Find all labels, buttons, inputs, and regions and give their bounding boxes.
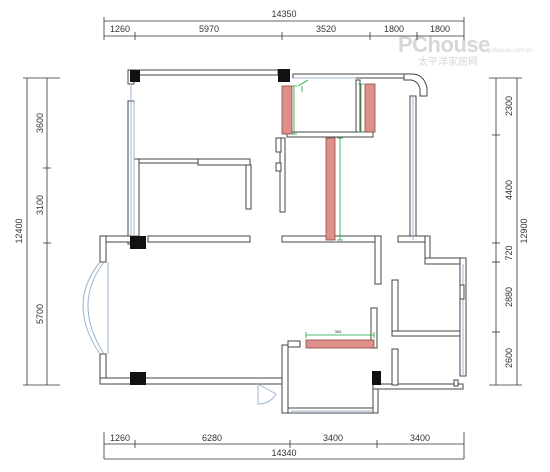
- right-segment-3: 720: [504, 245, 514, 260]
- watermark-domain: pchouse.com.cn: [488, 48, 532, 54]
- column-living-left: [130, 236, 146, 249]
- watermark-sub: 太平洋家居网: [418, 55, 478, 68]
- cabinets: [281, 83, 376, 349]
- right-segment-1: 2300: [504, 96, 514, 116]
- top-segment-1: 1260: [110, 24, 130, 34]
- top-segment-4: 1800: [384, 24, 404, 34]
- bottom-total-dimension: 14340: [271, 448, 296, 458]
- right-segment-2: 4400: [504, 180, 514, 200]
- column-top-left: [130, 70, 140, 82]
- right-segment-5: 2600: [504, 348, 514, 368]
- top-segment-3: 3520: [316, 24, 336, 34]
- top-dimensions: 14350 1260 5970 3520 1800 1800: [103, 9, 465, 40]
- dining-cabinet: [305, 339, 375, 349]
- top-segment-5: 1800: [430, 24, 450, 34]
- right-dimensions: 12900 2300 4400 720 2880 2600: [489, 77, 529, 386]
- top-segment-2: 5970: [199, 24, 219, 34]
- bottom-segment-2: 6280: [202, 433, 222, 443]
- column-bottom-right: [372, 371, 381, 385]
- top-total-dimension: 14350: [271, 9, 296, 19]
- corridor-cabinet: [325, 137, 336, 241]
- bottom-dimensions: 1260 6280 3400 3400 14340: [103, 432, 465, 460]
- green-dimension-marks: 365: [291, 79, 375, 338]
- windows: [82, 77, 464, 412]
- left-segment-2: 3100: [35, 195, 45, 215]
- column-top-mid: [278, 69, 290, 82]
- bottom-segment-4: 3400: [410, 433, 430, 443]
- bottom-segment-3: 3400: [323, 433, 343, 443]
- kitchen-cabinet-right: [364, 83, 376, 133]
- column-bottom-left: [130, 372, 146, 385]
- left-segment-3: 5700: [35, 304, 45, 324]
- bottom-segment-1: 1260: [110, 433, 130, 443]
- left-total-dimension: 12400: [14, 218, 24, 243]
- left-segment-1: 3600: [35, 113, 45, 133]
- bay-window-arc: [87, 261, 105, 355]
- right-total-dimension: 12900: [519, 218, 529, 243]
- left-dimensions: 12400 3600 3100 5700: [14, 77, 60, 386]
- dining-cabinet-note: 365: [335, 329, 342, 334]
- watermark: PChouse pchouse.com.cn 太平洋家居网: [398, 32, 532, 68]
- right-segment-4: 2880: [504, 287, 514, 307]
- entry-door-swing: [257, 384, 277, 405]
- kitchen-cabinet-left: [281, 85, 293, 135]
- columns: [130, 69, 381, 385]
- doors: [257, 284, 465, 405]
